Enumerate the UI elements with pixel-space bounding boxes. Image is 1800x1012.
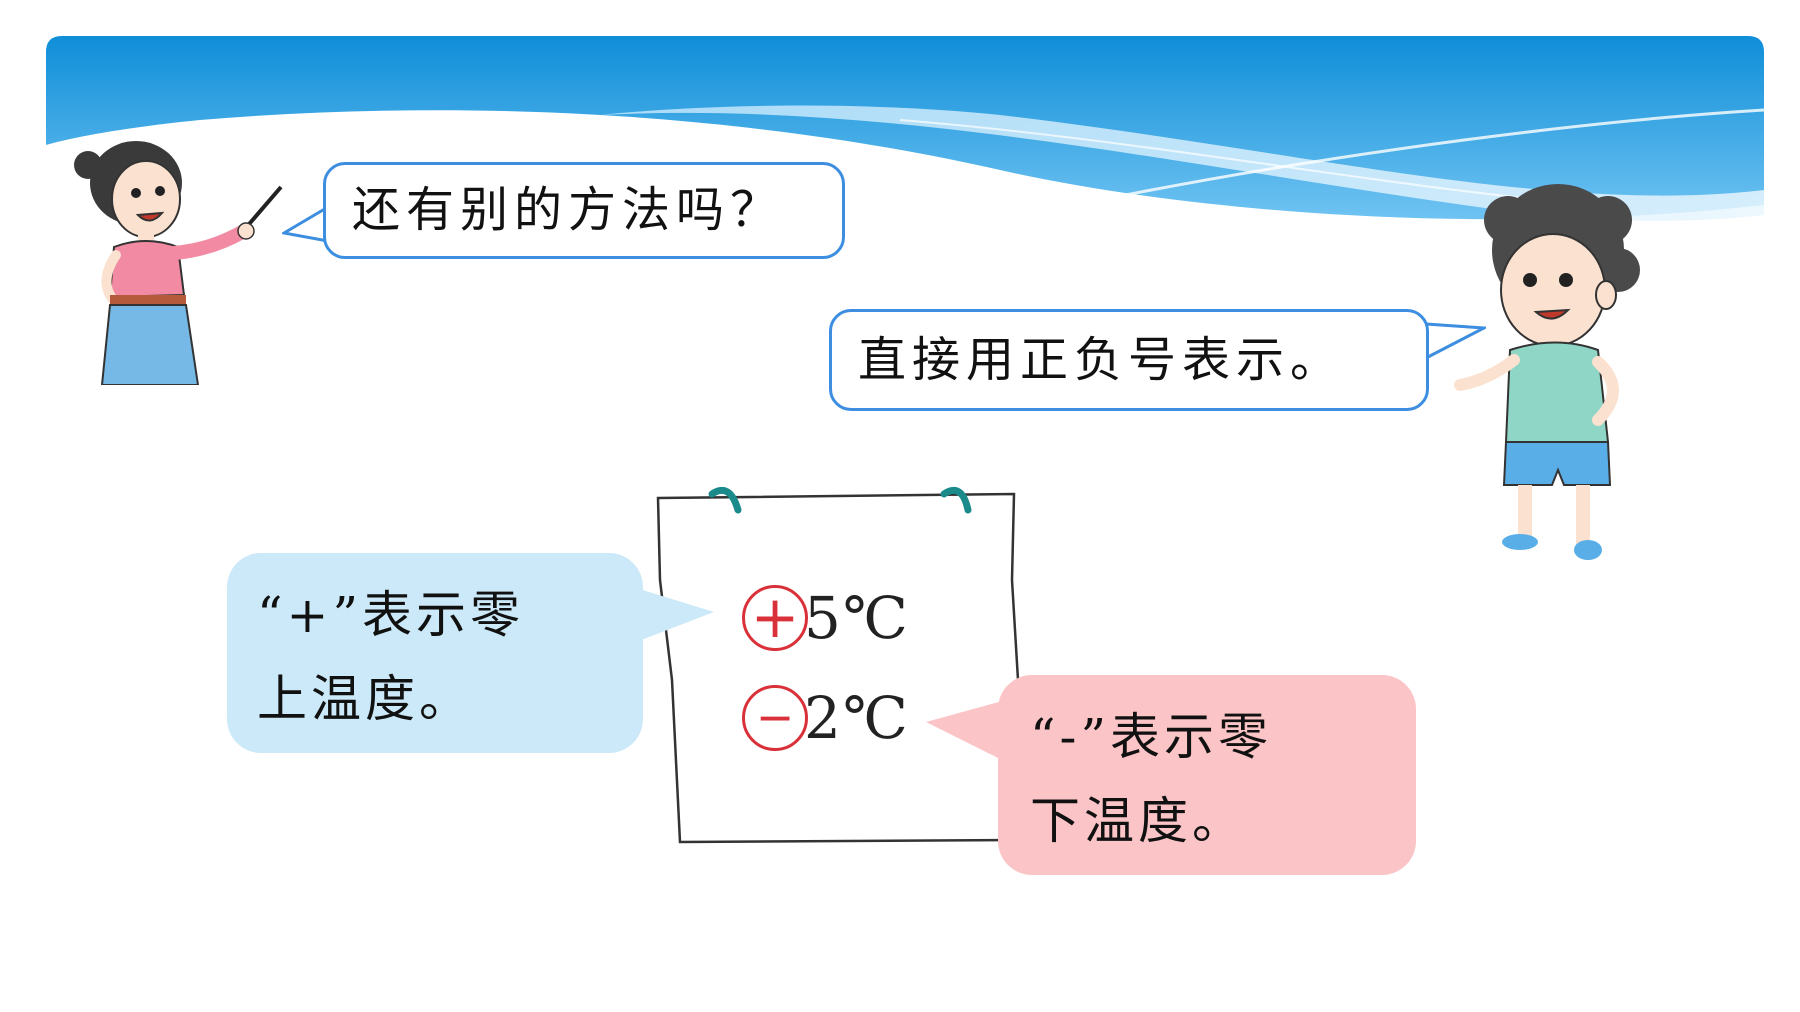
minus-note-tail <box>926 700 1006 762</box>
boy-bubble-tail <box>1425 322 1486 360</box>
reading-negative: −2℃ <box>742 678 910 753</box>
minus-explanation-note: “-”表示零 下温度。 <box>998 675 1416 875</box>
reading-positive-value: 5℃ <box>804 583 910 652</box>
plus-sign-circle: + <box>742 584 808 651</box>
plus-note-line-1: “+”表示零 <box>257 586 525 644</box>
plus-explanation-note: “+”表示零 上温度。 <box>227 553 643 753</box>
teacher-bubble-tail <box>282 205 328 243</box>
plus-note-tail <box>636 588 714 642</box>
minus-sign-circle: − <box>742 684 808 751</box>
header-wave <box>46 36 1765 221</box>
boy-speech-text: 直接用正负号表示。 <box>858 332 1345 388</box>
teacher-figure <box>74 141 283 385</box>
plus-note-line-2: 上温度。 <box>257 670 473 728</box>
boy-speech-bubble: 直接用正负号表示。 <box>829 309 1429 411</box>
paper-card <box>656 487 1024 844</box>
minus-note-line-1: “-”表示零 <box>1030 708 1273 766</box>
minus-note-line-2: 下温度。 <box>1030 792 1246 850</box>
reading-negative-value: 2℃ <box>804 683 910 752</box>
reading-positive: +5℃ <box>742 578 910 653</box>
boy-figure <box>1454 184 1640 560</box>
teacher-speech-text: 还有别的方法吗？ <box>352 182 785 238</box>
teacher-speech-bubble: 还有别的方法吗？ <box>323 162 845 259</box>
